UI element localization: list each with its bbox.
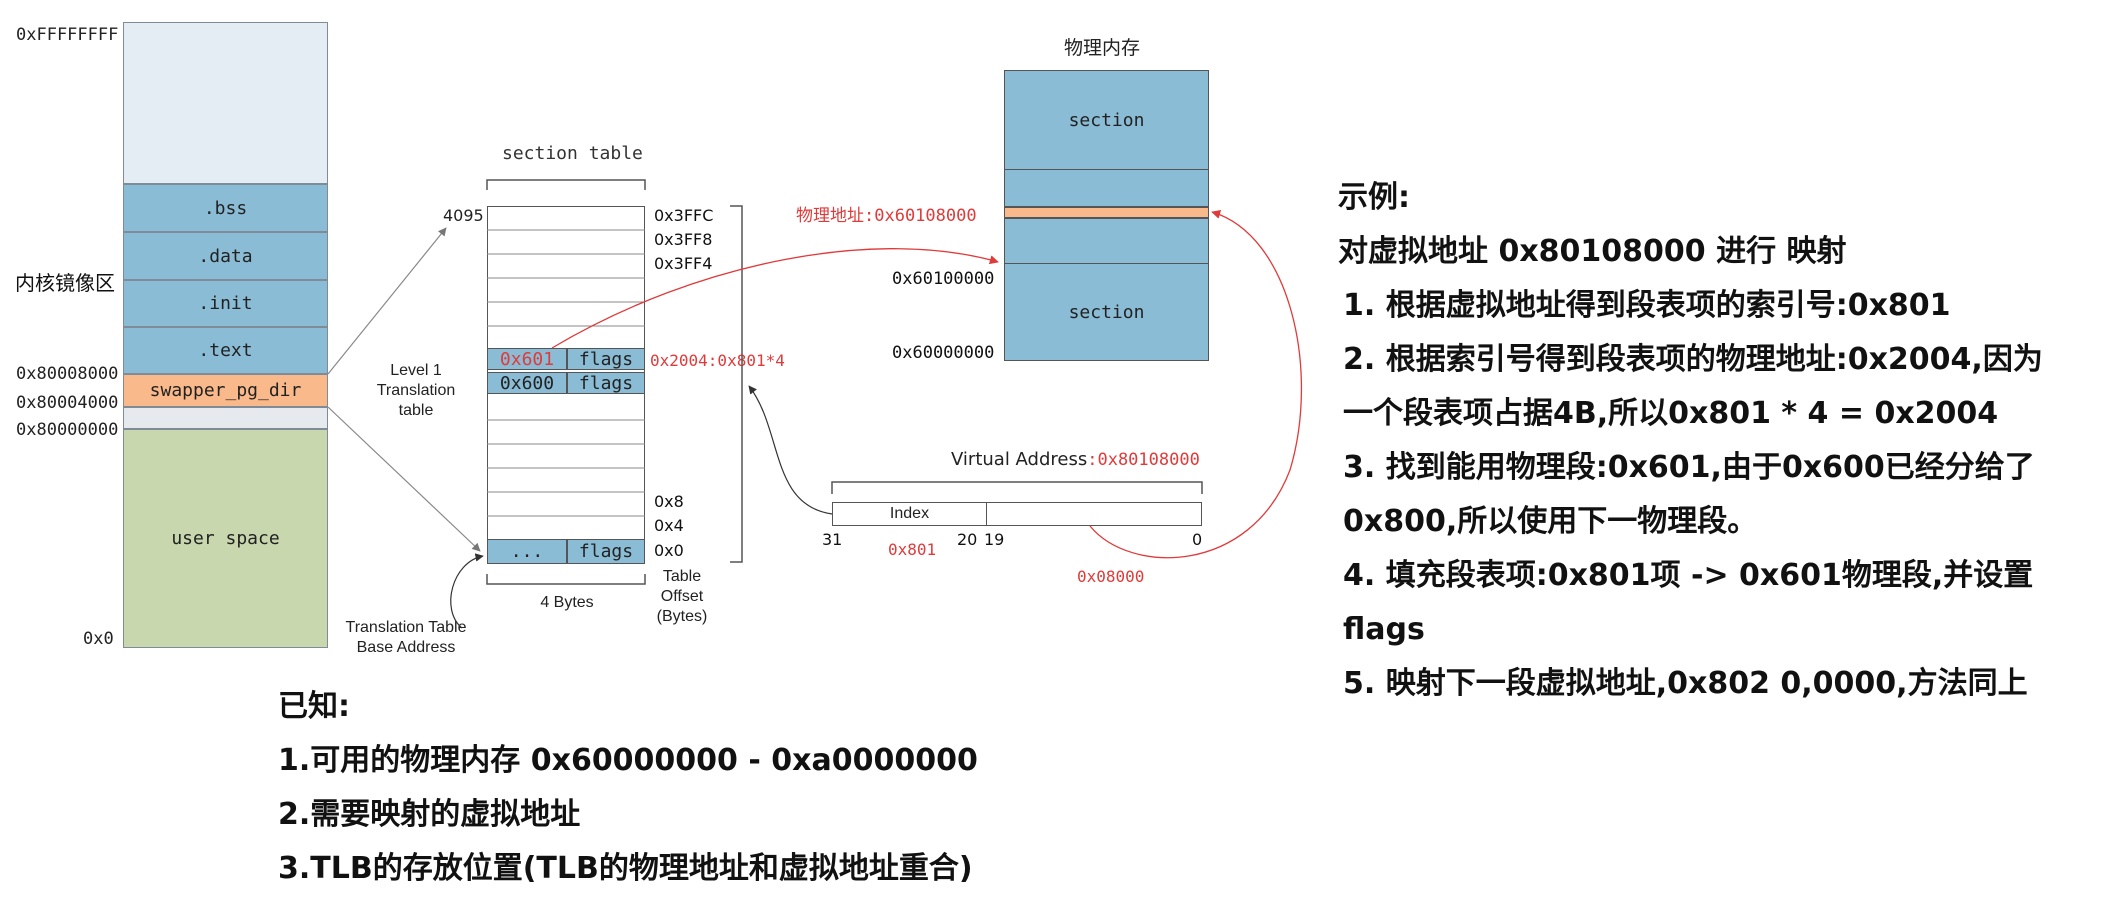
row-601-index: 0x601 — [487, 348, 567, 370]
known-line-0: 已知: — [278, 689, 350, 724]
bit-0: 0 — [1192, 530, 1203, 549]
phys-addr-60000000: 0x60000000 — [892, 343, 995, 363]
section-table-brace — [486, 179, 646, 190]
example-line-3: 2. 根据索引号得到段表项的物理地址:0x2004,因为 — [1343, 342, 2043, 377]
index-arrow — [748, 385, 833, 515]
offset-2004-mark: 0x2004:0x801*4 — [650, 351, 785, 370]
segment-text: .text — [123, 327, 328, 374]
table-row-lines — [487, 229, 645, 517]
example-line-6: 0x800,所以使用下一物理段。 — [1343, 504, 1758, 539]
section-upper: section — [1004, 70, 1209, 170]
phys-addr-label: 物理地址:0x60108000 — [796, 206, 977, 226]
section-mapped — [1004, 207, 1209, 218]
addr-80008000: 0x80008000 — [16, 364, 119, 384]
section-gap-lower — [1004, 218, 1209, 264]
bit-19: 19 — [984, 530, 1005, 549]
offset-to-physical-arrow — [1089, 209, 1303, 559]
segment-top — [123, 22, 328, 184]
offset-8: 0x8 — [654, 492, 684, 511]
row-to-physical-arrow — [551, 248, 999, 349]
segment-data: .data — [123, 232, 328, 280]
physical-memory-title: 物理内存 — [1064, 37, 1141, 59]
segment-init: .init — [123, 280, 328, 327]
base-address-label: Translation Table Base Address — [345, 619, 467, 656]
example-line-5: 3. 找到能用物理段:0x601,由于0x600已经分给了 — [1343, 450, 2035, 485]
example-line-0: 示例: — [1338, 180, 1410, 215]
known-line-2: 2.需要映射的虚拟地址 — [278, 797, 581, 832]
section-gap-upper — [1004, 169, 1209, 207]
base-address-arrow — [450, 553, 484, 629]
section-table-title: section table — [502, 143, 643, 164]
addr-80004000: 0x80004000 — [16, 393, 119, 413]
virtual-address-text: Virtual Address — [951, 449, 1088, 470]
example-line-8: flags — [1343, 612, 1425, 647]
example-line-2: 1. 根据虚拟地址得到段表项的索引号:0x801 — [1343, 288, 1951, 323]
offset-4: 0x4 — [654, 516, 684, 535]
index-4095: 4095 — [443, 206, 484, 225]
segment-user-space: user space — [123, 429, 328, 648]
level1-label: Level 1 Translation table — [376, 362, 456, 419]
expand-line-bottom — [327, 406, 481, 552]
phys-addr-60100000: 0x60100000 — [892, 269, 995, 289]
virtual-address-brace — [831, 481, 1203, 494]
row-0-flags: flags — [567, 539, 645, 564]
index-value: 0x801 — [888, 540, 937, 559]
row-600-index: 0x600 — [487, 372, 567, 394]
known-line-3: 3.TLB的存放位置(TLB的物理地址和虚拟地址重合) — [278, 851, 973, 886]
row-600-flags: flags — [567, 372, 645, 394]
section-lower: section — [1004, 263, 1209, 361]
row-601-flags: flags — [567, 348, 645, 370]
known-line-1: 1.可用的物理内存 0x60000000 - 0xa0000000 — [278, 743, 978, 778]
example-line-7: 4. 填充段表项:0x801项 -> 0x601物理段,并设置 — [1343, 558, 2034, 593]
addr-0: 0x0 — [83, 629, 114, 649]
expand-line-top — [327, 227, 447, 375]
kernel-image-label: 内核镜像区 — [15, 271, 115, 295]
segment-bss: .bss — [123, 184, 328, 232]
offset-3ffc: 0x3FFC — [654, 206, 714, 225]
bytes-label: 4 Bytes — [540, 594, 594, 611]
addr-top: 0xFFFFFFFF — [16, 25, 119, 45]
four-bytes-brace — [486, 574, 646, 585]
virtual-address-value: :0x80108000 — [1087, 450, 1200, 470]
segment-gap — [123, 407, 328, 429]
example-line-4: 一个段表项占据4B,所以0x801 * 4 = 0x2004 — [1343, 396, 1999, 431]
addr-80000000: 0x80000000 — [16, 420, 119, 440]
offset-3ff4: 0x3FF4 — [654, 254, 713, 273]
offset-3ff8: 0x3FF8 — [654, 230, 713, 249]
offset-field — [986, 502, 1202, 526]
example-line-1: 对虚拟地址 0x80108000 进行 映射 — [1338, 234, 1847, 269]
table-offset-label: Table Offset (Bytes) — [656, 568, 708, 625]
row-0-index: ... — [487, 539, 567, 564]
bit-20: 20 — [957, 530, 978, 549]
table-offset-bracket — [730, 205, 743, 563]
segment-swapper-pg-dir: swapper_pg_dir — [123, 374, 328, 407]
offset-value: 0x08000 — [1077, 567, 1145, 586]
offset-0: 0x0 — [654, 541, 684, 560]
virtual-address-label: Virtual Address:0x80108000 — [951, 449, 1200, 470]
bit-31: 31 — [822, 530, 843, 549]
example-line-9: 5. 映射下一段虚拟地址,0x802 0,0000,方法同上 — [1343, 666, 2028, 701]
